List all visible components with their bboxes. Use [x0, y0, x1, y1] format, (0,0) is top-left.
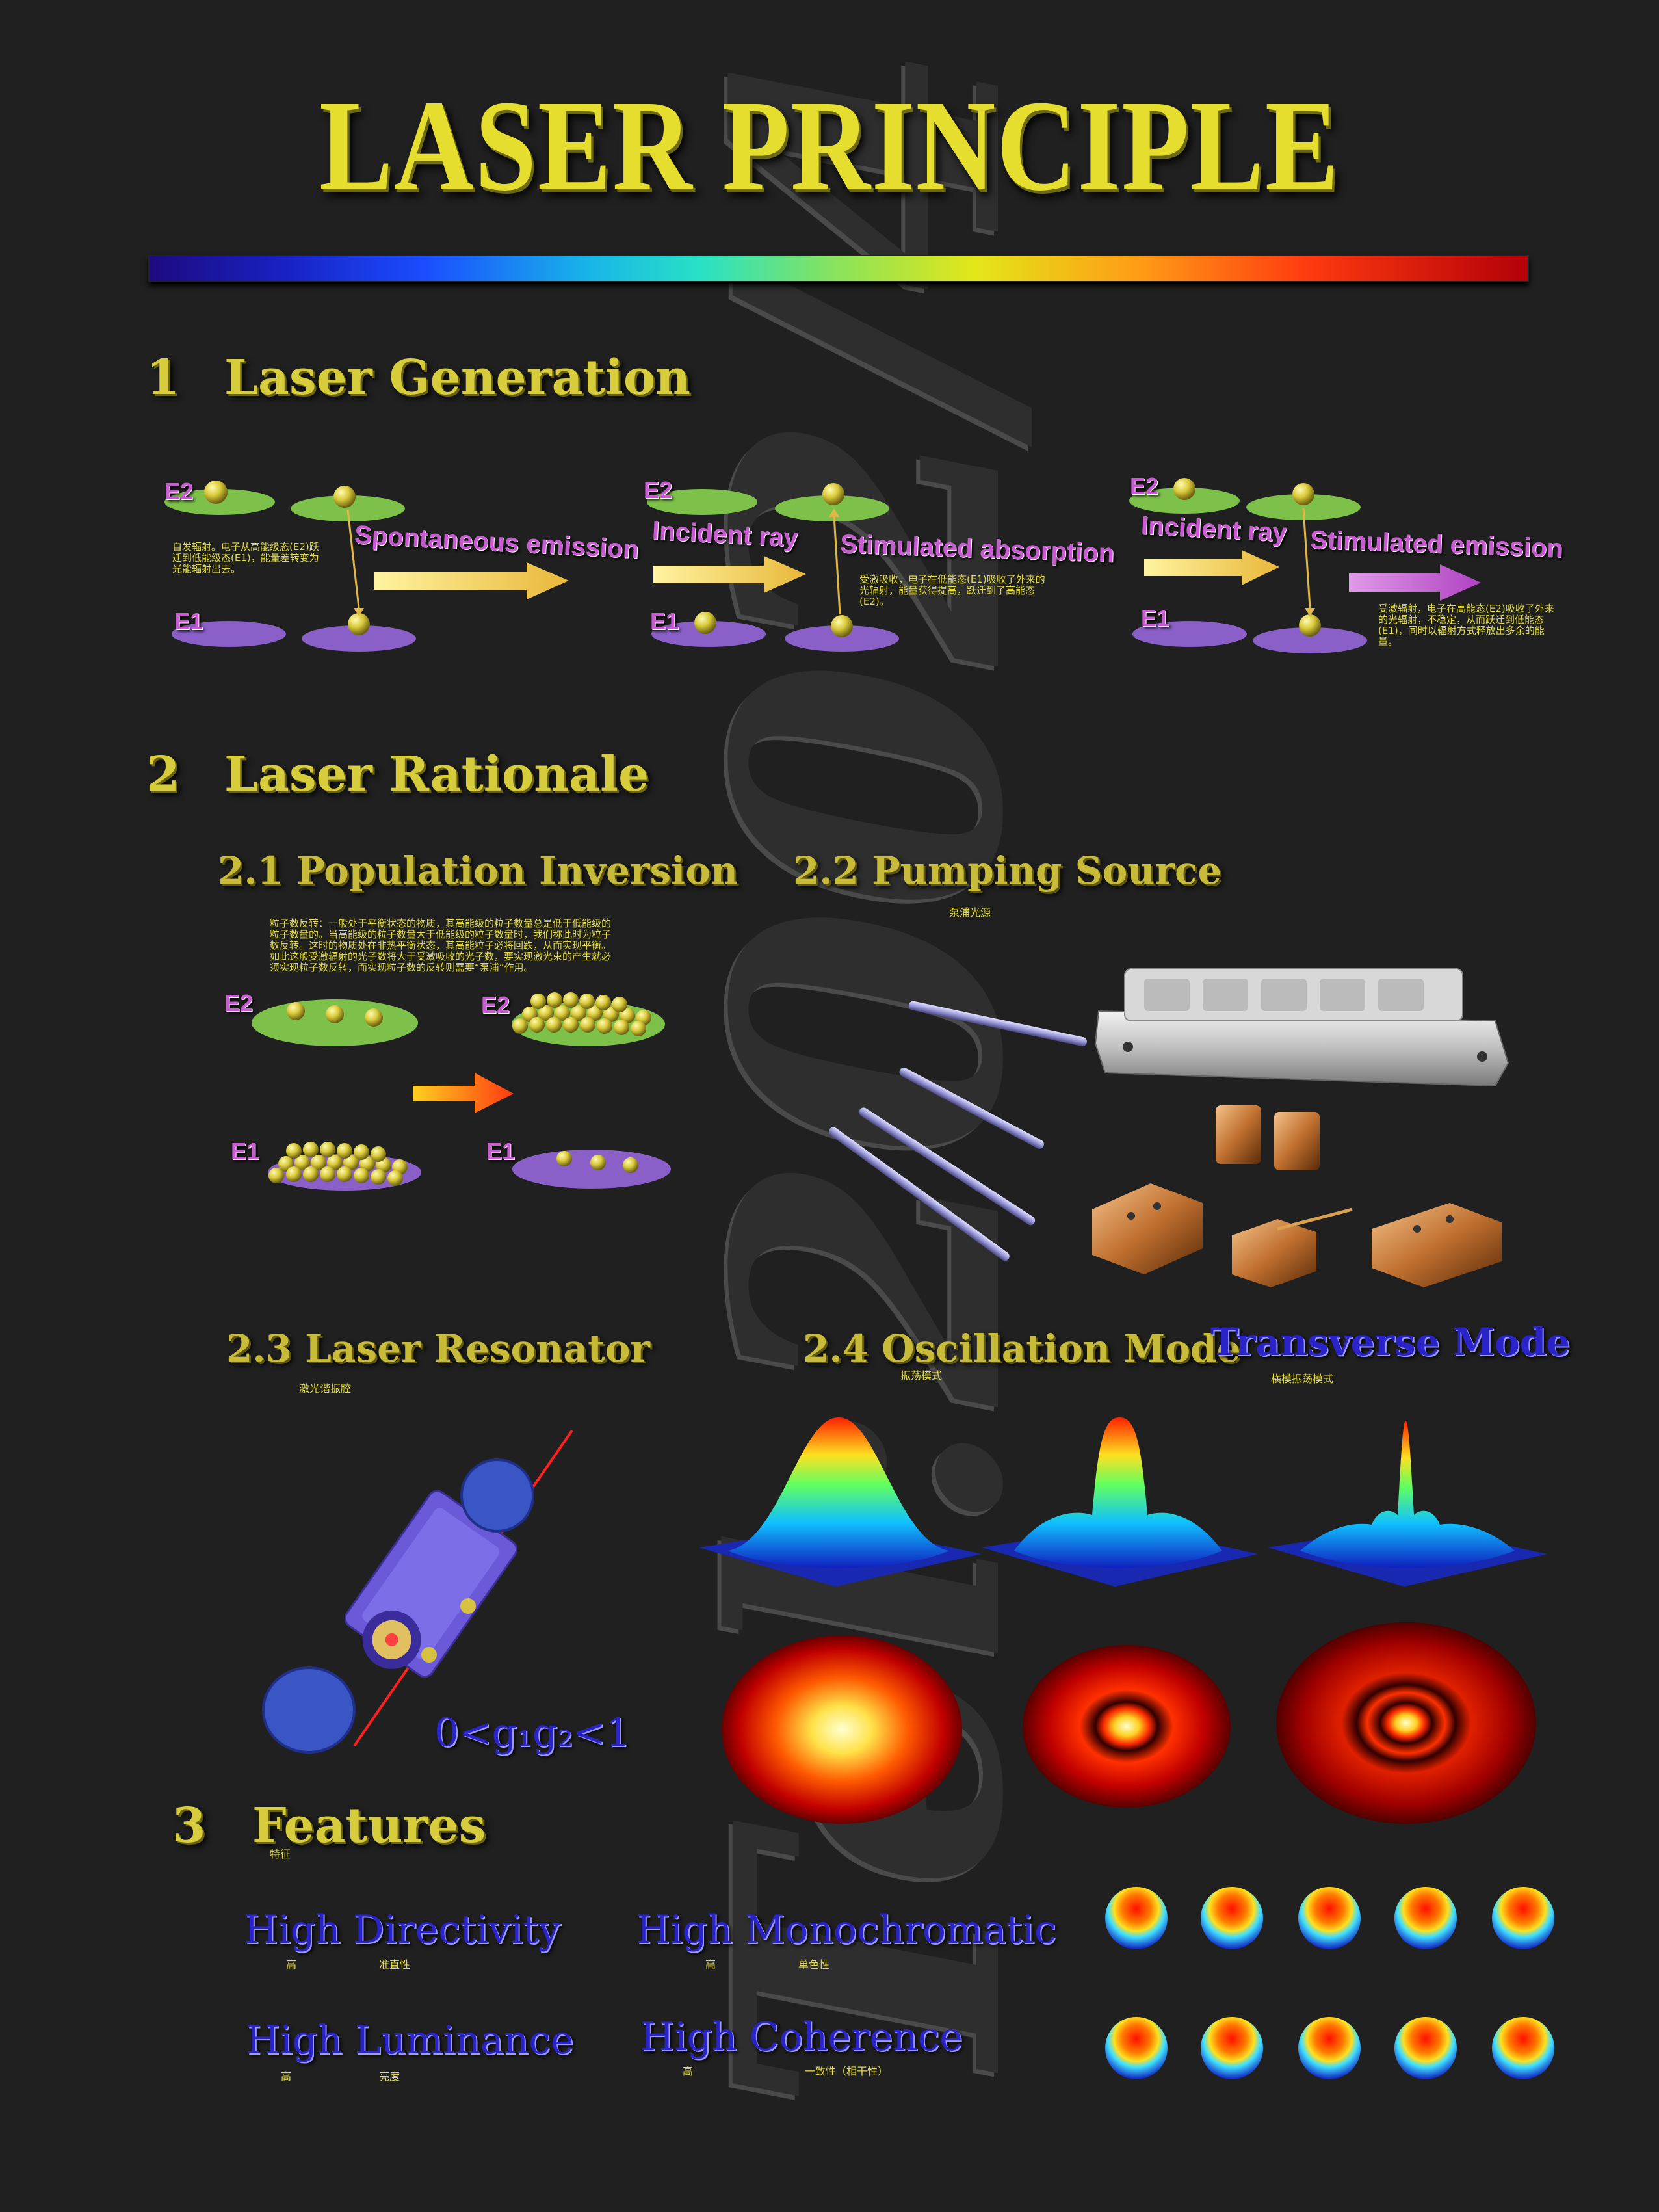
laser-resonator-sub: 激光谐振腔 [299, 1382, 352, 1395]
feature-luminance-c2: 亮度 [379, 2070, 400, 2083]
abs-e1-label: E1 [650, 608, 679, 635]
feature-spheres [1105, 1887, 1554, 2079]
laser-resonator-illustration [262, 1429, 573, 1754]
inv-e2b-label: E2 [481, 992, 510, 1018]
oscillation-mode-sub: 振荡模式 [900, 1369, 943, 1382]
feature-monochromatic-c1: 高 [705, 1958, 716, 1971]
pumping-source-illustration [829, 968, 1509, 1287]
absorption-note: 受激吸收，电子在低能态(E1)吸收了外来的光辐射，能量获得提高，跃迁到了高能态(… [859, 573, 1045, 607]
emis-e1-label: E1 [1141, 605, 1170, 631]
section2-heading: Laser Rationale [224, 746, 649, 802]
resonator-formula: 0<g₁g₂<1 [434, 1710, 631, 1756]
inv-e1a-label: E1 [231, 1138, 260, 1165]
transverse-mode-sub: 横模振荡模式 [1271, 1373, 1334, 1385]
emis-e2-label: E2 [1130, 473, 1159, 499]
laser-resonator-title: 2.3 Laser Resonator [226, 1326, 650, 1371]
feature-coherence-c1: 高 [683, 2065, 694, 2077]
section2-number: 2 [146, 746, 180, 802]
feature-monochromatic: High Monochromatic [636, 1907, 1056, 1953]
oscillation-mode-peaks [699, 1417, 1547, 1824]
section1-heading: Laser Generation [224, 350, 691, 406]
section1-number: 1 [146, 350, 180, 406]
pumping-source-title: 2.2 Pumping Source [793, 849, 1222, 893]
spectrum-bar [148, 255, 1529, 282]
oscillation-mode-title: 2.4 Oscillation Mode [803, 1326, 1241, 1371]
abs-e2-label: E2 [644, 477, 673, 503]
population-inversion-diagram [252, 992, 671, 1191]
emission-note: 受激辐射，电子在高能态(E2)吸收了外来的光辐射，不稳定，从而跃迁到低能态(E1… [1378, 603, 1554, 648]
section3-sub: 特征 [270, 1848, 291, 1860]
feature-monochromatic-c2: 单色性 [798, 1958, 830, 1971]
feature-directivity-c2: 准直性 [379, 1958, 411, 1971]
feature-coherence: High Coherence [640, 2014, 963, 2060]
transverse-mode-title: Transverse Mode [1210, 1320, 1571, 1364]
pumping-source-sub: 泵浦光源 [949, 906, 991, 919]
section3-number: 3 [172, 1798, 206, 1854]
stimulated-absorption-diagram [647, 483, 899, 652]
stimulated-emission-diagram [1129, 478, 1481, 653]
inv-e2a-label: E2 [224, 990, 254, 1016]
page-title: LASER PRINCIPLE [319, 74, 1340, 218]
feature-coherence-c2: 一致性（相干性） [805, 2065, 889, 2077]
population-inversion-title: 2.1 Population Inversion [218, 849, 738, 893]
spontaneous-note: 自发辐射。电子从高能级态(E2)跃迁到低能级态(E1)，能量差转变为光能辐射出去… [172, 541, 319, 575]
spontaneous-emission-diagram [164, 481, 569, 652]
feature-luminance-c1: 高 [281, 2070, 292, 2083]
feature-luminance: High Luminance [246, 2018, 574, 2063]
spont-e1-label: E1 [174, 608, 203, 635]
section3-heading: Features [252, 1798, 486, 1854]
feature-directivity-c1: 高 [286, 1958, 297, 1971]
population-inversion-note: 粒子数反转：一般处于平衡状态的物质，其高能级的粒子数量总是低于低能级的粒子数量的… [270, 917, 612, 973]
inv-e1b-label: E1 [486, 1138, 516, 1165]
feature-directivity: High Directivity [244, 1907, 561, 1953]
spont-e2-label: E2 [164, 478, 194, 505]
